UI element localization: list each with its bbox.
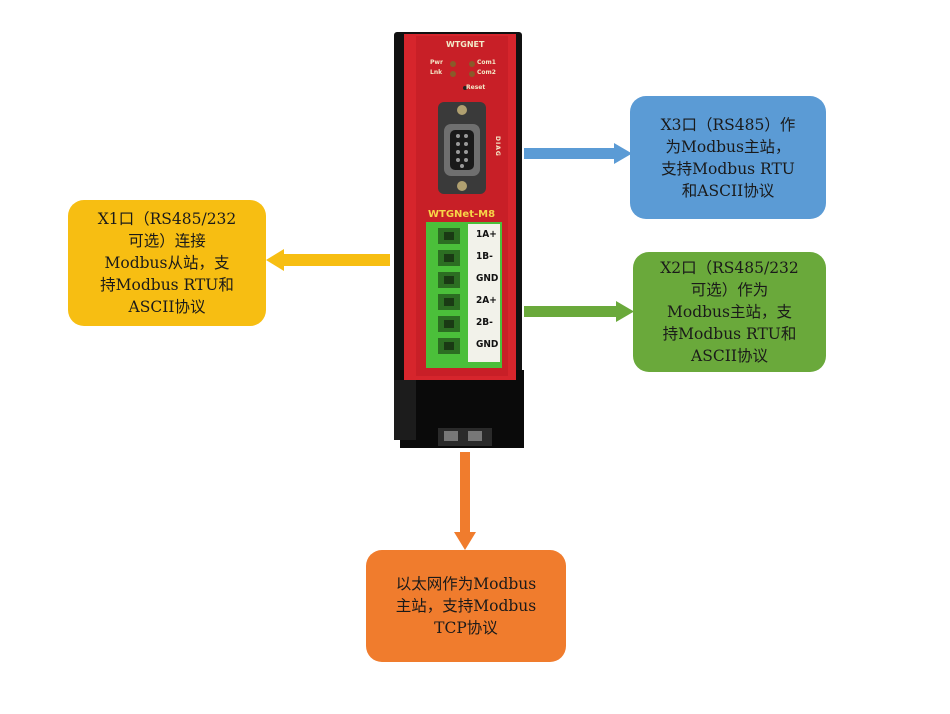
- callout-x3-line: 和ASCII协议: [681, 181, 775, 200]
- led-label-com2: Com2: [477, 69, 496, 76]
- callout-x2-port: X2口（RS485/232 可选）作为 Modbus主站，支 持Modbus R…: [633, 252, 826, 372]
- callout-x3-line: 支持Modbus RTU: [661, 159, 795, 178]
- callout-x2-line: ASCII协议: [691, 347, 768, 365]
- callout-x1-line: 可选）连接: [128, 232, 206, 250]
- callout-eth-line: 以太网作为Modbus: [395, 575, 537, 593]
- callout-x3-line: 为Modbus主站，: [665, 137, 791, 156]
- terminal-label-gnd1: GND: [476, 273, 499, 284]
- led-label-com1: Com1: [477, 59, 496, 66]
- callout-x3-line: X3口（RS485）作: [660, 115, 796, 134]
- callout-x1-line: 持Modbus RTU和: [100, 276, 234, 294]
- device-model-label: WTGNet-M8: [428, 209, 496, 220]
- callout-x2-line: Modbus主站，支: [667, 303, 792, 321]
- terminal-label-1a: 1A+: [476, 229, 497, 240]
- terminal-label-2b: 2B-: [476, 317, 493, 328]
- callout-x1-line: Modbus从站，支: [104, 254, 230, 272]
- callout-eth-line: TCP协议: [434, 619, 498, 637]
- callout-eth-line: 主站，支持Modbus: [395, 597, 537, 615]
- led-label-pwr: Pwr: [430, 59, 443, 66]
- arrow-x3: [524, 143, 632, 164]
- terminal-label-2a: 2A+: [476, 295, 497, 306]
- arrow-x2: [524, 301, 634, 322]
- arrow-eth: [454, 452, 476, 550]
- arrow-x1: [266, 249, 390, 271]
- terminal-label-gnd2: GND: [476, 339, 499, 350]
- led-label-lnk: Lnk: [430, 69, 443, 76]
- callout-x2-line: 持Modbus RTU和: [662, 325, 797, 343]
- diag-label: DIAG: [494, 136, 501, 157]
- device-brand-label: WTGNET: [446, 40, 485, 49]
- callout-x2-line: X2口（RS485/232: [660, 259, 799, 277]
- callout-x1-line: ASCII协议: [128, 298, 206, 316]
- callout-ethernet-port: 以太网作为Modbus 主站，支持Modbus TCP协议: [366, 550, 566, 662]
- callout-x2-line: 可选）作为: [690, 281, 769, 299]
- callout-x1-port: X1口（RS485/232 可选）连接 Modbus从站，支 持Modbus R…: [68, 200, 266, 326]
- reset-label: Reset: [466, 84, 486, 91]
- terminal-label-1b: 1B-: [476, 251, 493, 262]
- callout-x3-port: X3口（RS485）作 为Modbus主站， 支持Modbus RTU 和ASC…: [630, 96, 826, 219]
- callout-x1-line: X1口（RS485/232: [97, 210, 237, 228]
